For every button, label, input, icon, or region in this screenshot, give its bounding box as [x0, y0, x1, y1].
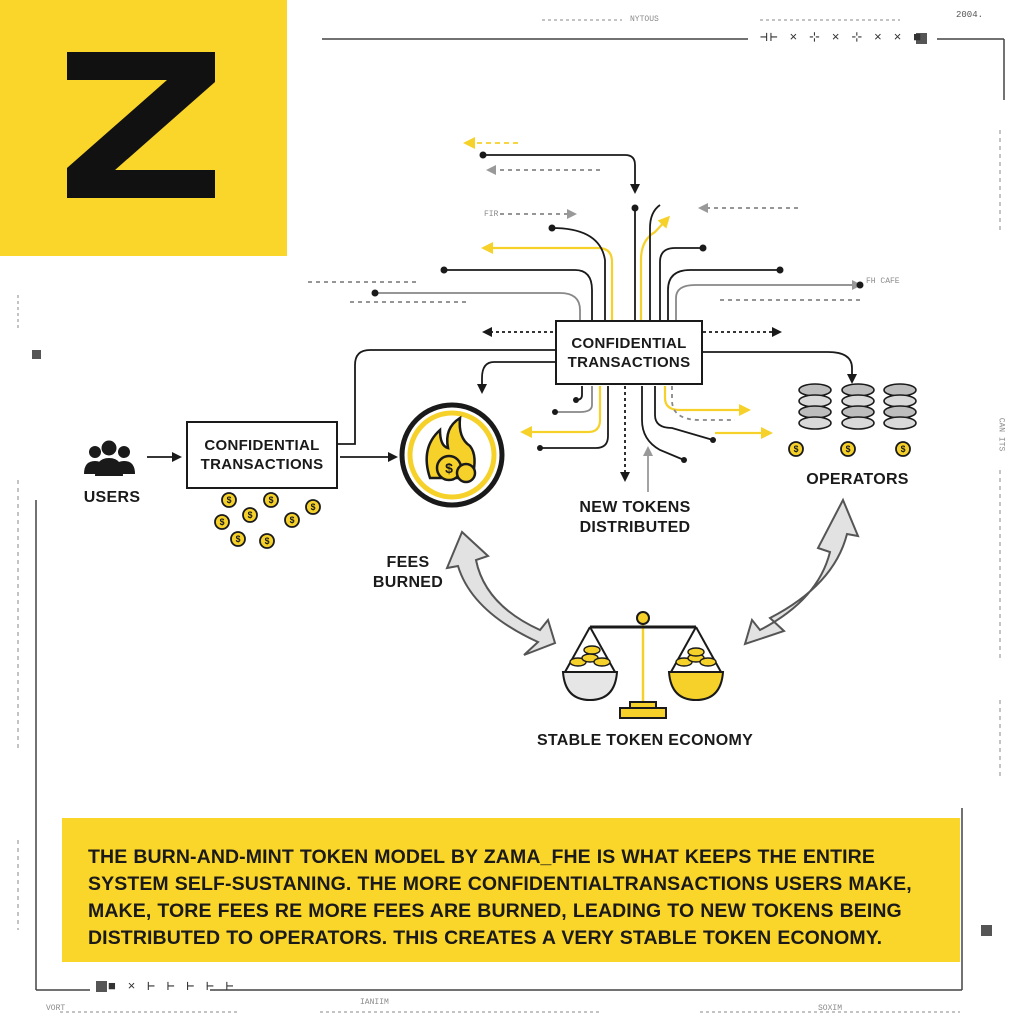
coin-stack-piece [699, 657, 717, 667]
dollar-sign: $ [269, 495, 274, 505]
user-transactions-line2: TRANSACTIONS [200, 456, 324, 473]
dollar-sign: $ [846, 444, 851, 454]
coin-stack-piece [687, 647, 705, 657]
frame-top-small: NYTOUS [630, 15, 659, 24]
coin-stack-icon [569, 645, 717, 667]
new-tokens-label: NEW TOKENS DISTRIBUTED [560, 498, 710, 538]
callout-line-4: DISTRIBUTED TO OPERATORS. THIS CREATES A… [88, 927, 883, 949]
fees-burned-label: FEES BURNED [360, 553, 456, 593]
dollar-coin-icon [259, 533, 275, 549]
dollar-coin-icon [221, 492, 237, 508]
dollar-coin-icon [788, 441, 804, 457]
tx-to-hub-line [338, 349, 555, 445]
server-disk [798, 416, 832, 430]
frame-lines [35, 38, 1005, 991]
frame-square-mark [96, 981, 107, 992]
dollar-coin-icon [284, 512, 300, 528]
user-transactions-line1: CONFIDENTIAL [204, 437, 320, 454]
frame-top-strip: ⊣⊢ × ⊹ × ⊹ × × ■ [760, 30, 924, 45]
new-tokens-line2: DISTRIBUTED [579, 519, 691, 536]
fees-burned-line2: BURNED [372, 574, 444, 591]
dollar-sign: $ [265, 536, 270, 546]
hub-to-operators-arrow [703, 351, 857, 384]
summary-callout: THE BURN-AND-MINT TOKEN MODEL BY ZAMA_FH… [62, 818, 960, 962]
frame-top-label: 2004. [956, 10, 984, 20]
fees-burned-line1: FEES [386, 554, 430, 571]
hub-to-burn-arrow [477, 361, 555, 394]
dollar-coin-icon [230, 531, 246, 547]
users-label: USERS [83, 489, 141, 506]
grey-cycle-arrows [445, 497, 860, 656]
operators-label: OPERATORS [806, 471, 909, 488]
server-disk [841, 416, 875, 430]
z-logo-icon [67, 52, 215, 198]
dollar-sign: $ [290, 515, 295, 525]
dollar-sign: $ [236, 534, 241, 544]
new-tokens-line1: NEW TOKENS [579, 499, 691, 516]
callout-line-2: SYSTEM SELF-SUSTANING. THE MORE CONFIDEN… [88, 873, 912, 895]
dollar-coin-icon [214, 514, 230, 530]
server-disk [883, 416, 917, 430]
flame-coin-icon: $ [399, 402, 505, 508]
dollar-coin-icon [305, 499, 321, 515]
frame-ticks [17, 19, 1001, 1013]
frame-bottom-mid: IANIIM [360, 998, 389, 1007]
frame-square-mark [981, 925, 992, 936]
dollar-sign: $ [248, 510, 253, 520]
frame-bottom-strip: ■ × ⊢ ⊢ ⊢ ⊢ ⊢ [108, 979, 236, 994]
dollar-coin-icon: $ $ $ [788, 441, 911, 457]
flow-lines [308, 137, 862, 322]
flow-label-2: FH CAFE [866, 277, 900, 286]
flow-label-1: FIR [484, 210, 499, 219]
svg-text:$: $ [445, 460, 453, 476]
dollar-coin-icon [895, 441, 911, 457]
dollar-coin-icon: $ $ $ $ $ $ $ $ [214, 492, 321, 549]
balance-scale-icon [561, 611, 725, 719]
dollar-sign: $ [227, 495, 232, 505]
dollar-sign: $ [901, 444, 906, 454]
frame-right-side: CAN ITS [996, 417, 1006, 452]
user-transactions-box: CONFIDENTIAL TRANSACTIONS [186, 421, 338, 489]
coin-stack-piece [583, 645, 601, 655]
dollar-coin-icon [263, 492, 279, 508]
coin-stack-piece [593, 657, 611, 667]
frame-bottom-right: SOXIM [818, 1004, 843, 1013]
flow-dots [371, 151, 864, 297]
dollar-sign: $ [311, 502, 316, 512]
dollar-coin-icon [840, 441, 856, 457]
callout-line-1: THE BURN-AND-MINT TOKEN MODEL BY ZAMA_FH… [88, 846, 875, 868]
stable-economy-label: STABLE TOKEN ECONOMY [536, 732, 754, 749]
below-hub-flows [520, 386, 773, 492]
logo-block [0, 0, 287, 256]
hub-transactions-line1: CONFIDENTIAL [571, 334, 687, 352]
frame-square-mark [32, 350, 41, 359]
dollar-coin-icon [242, 507, 258, 523]
callout-line-3: MAKE, TORE FEES RE MORE FEES ARE BURNED,… [88, 900, 902, 922]
dollar-sign: $ [220, 517, 225, 527]
users-group-icon [84, 440, 135, 476]
hub-transactions-box: CONFIDENTIAL TRANSACTIONS [555, 320, 703, 385]
dollar-sign: $ [794, 444, 799, 454]
server-stack-icon [798, 383, 917, 430]
hub-transactions-line2: TRANSACTIONS [567, 353, 691, 371]
frame-bottom-left: VORT [46, 1004, 66, 1013]
frame-square-mark [916, 33, 927, 44]
